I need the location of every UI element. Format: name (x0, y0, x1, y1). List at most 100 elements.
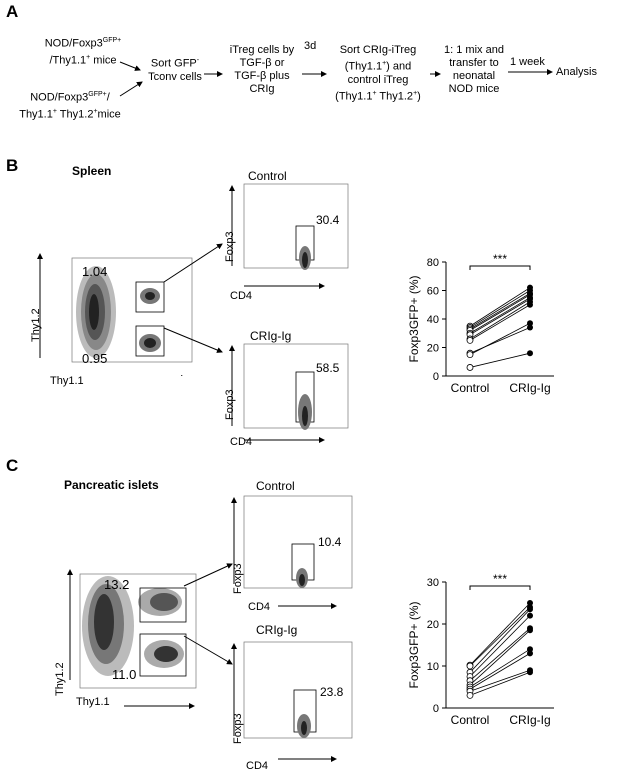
pair-line (469, 293, 531, 330)
significance-label: *** (493, 572, 507, 586)
arrow-label-1-week: 1 week (510, 56, 545, 68)
pair-line (469, 287, 531, 327)
axis-label-cd4: CD4 (246, 760, 269, 772)
gate-arrows-b (163, 243, 223, 353)
step-sort-tconv: Sort GFP- Tconv cells (148, 57, 202, 83)
y-tick-label: 30 (427, 577, 439, 589)
pair-line (469, 627, 531, 682)
flow-plot-spleen-crig (229, 343, 349, 443)
data-point-crig (527, 600, 533, 606)
data-point-crig (527, 301, 533, 308)
significance-bracket (469, 585, 531, 590)
y-tick-label: 40 (427, 314, 439, 326)
x-category-label: CRIg-Ig (509, 381, 550, 395)
density-contours (82, 576, 184, 676)
data-point-crig (527, 324, 533, 331)
step-mix-transfer: 1: 1 mix and transfer to neonatal NOD mi… (444, 44, 504, 95)
data-point-control (466, 662, 474, 670)
significance-bracket (469, 265, 531, 270)
plot-title-control: Control (256, 479, 295, 493)
data-point-crig (527, 669, 533, 676)
data-point-crig (527, 627, 533, 634)
pair-line (469, 653, 531, 690)
gate-lower (135, 325, 165, 357)
flow-plot-spleen-thy (37, 253, 193, 376)
gate-lower (139, 633, 187, 677)
gate-upper (139, 587, 187, 623)
data-point-control (466, 336, 474, 344)
pair-line (469, 602, 531, 666)
y-axis-label: Foxp3GFP+ (%) (407, 601, 421, 688)
section-title-spleen: Spleen (72, 164, 112, 178)
pair-line (469, 322, 531, 355)
pair-line (469, 669, 531, 692)
y-tick-label: 10 (427, 661, 439, 673)
y-tick-label: 20 (427, 343, 439, 355)
gate-value-upper: 1.04 (82, 264, 108, 279)
pair-line (469, 297, 531, 334)
gate-value-islets-control: 10.4 (318, 535, 342, 549)
axis-label-cd4: CD4 (230, 290, 253, 302)
gate-upper (135, 281, 165, 313)
flow-plot-spleen-control (229, 183, 349, 289)
pair-line (469, 290, 531, 328)
step-sort-crig-itreg: Sort CRIg-iTreg (Thy1.1+) and control iT… (335, 44, 421, 103)
pair-line (469, 648, 531, 688)
gate-value-spleen-crig: 58.5 (316, 361, 340, 375)
gate-value-spleen-control: 30.4 (316, 213, 340, 227)
pair-line (469, 298, 531, 336)
flow-arrows (119, 61, 553, 97)
y-tick-label: 60 (427, 286, 439, 298)
arrow-label-3d: 3d (304, 40, 317, 52)
pair-line (469, 301, 531, 340)
axis-label-thy12: Thy1.2 (54, 662, 66, 696)
data-point-crig (527, 646, 533, 653)
section-title-pancreatic-islets: Pancreatic islets (64, 478, 159, 492)
panel-letter-b: B (6, 156, 19, 175)
flow-plot-islets-thy (67, 569, 197, 709)
y-tick-label: 0 (433, 371, 439, 383)
y-axis-label: Foxp3GFP+ (%) (407, 275, 421, 362)
step-itreg-induction: iTreg cells by TGF-β or TGF-β plus CRIg (229, 44, 295, 95)
data-point-control (466, 692, 474, 699)
axis-label-thy11: Thy1.1 (50, 375, 84, 387)
axis-label-thy12: Thy1.2 (30, 308, 42, 342)
data-point-crig (527, 612, 533, 619)
gate-value-lower: 11.0 (112, 667, 137, 682)
gate-value-islets-crig: 23.8 (320, 685, 344, 699)
data-point-crig (527, 606, 533, 613)
data-point-crig (527, 350, 533, 357)
data-point-crig (527, 320, 533, 327)
gate-value-upper: 13.2 (104, 577, 130, 592)
pair-line (469, 606, 531, 667)
plot-title-control: Control (248, 169, 287, 183)
flow-plot-islets-crig (231, 641, 353, 762)
x-category-label: CRIg-Ig (509, 713, 550, 727)
pair-line (469, 609, 531, 673)
mouse-strain-2: NOD/Foxp3GFP+/ Thy1.1+ Thy1.2+mice (19, 91, 121, 121)
data-point-control (466, 364, 474, 371)
gate-arrows-c (183, 563, 233, 665)
axis-label-thy11: Thy1.1 (76, 696, 110, 708)
mouse-strain-1: NOD/Foxp3GFP+ /Thy1.1+ mice (44, 37, 122, 67)
pair-line (469, 630, 531, 686)
x-category-label: Control (451, 713, 490, 727)
y-tick-label: 80 (427, 257, 439, 269)
gate-value-lower: 0.95 (82, 351, 108, 366)
arrow-mouse2 (119, 81, 143, 97)
x-category-label: Control (451, 381, 490, 395)
pair-line (469, 294, 531, 331)
step-analysis: Analysis (556, 66, 597, 78)
panel-letter-c: C (6, 456, 19, 475)
y-tick-label: 20 (427, 619, 439, 631)
pair-line (469, 304, 531, 341)
data-point-control (466, 351, 474, 359)
panel-letter-a: A (6, 2, 19, 21)
axis-label-foxp3: Foxp3 (224, 389, 236, 420)
significance-label: *** (493, 252, 507, 266)
data-point-crig (527, 650, 533, 657)
plot-title-crig: CRIg-Ig (256, 623, 298, 637)
pair-line (469, 615, 531, 677)
